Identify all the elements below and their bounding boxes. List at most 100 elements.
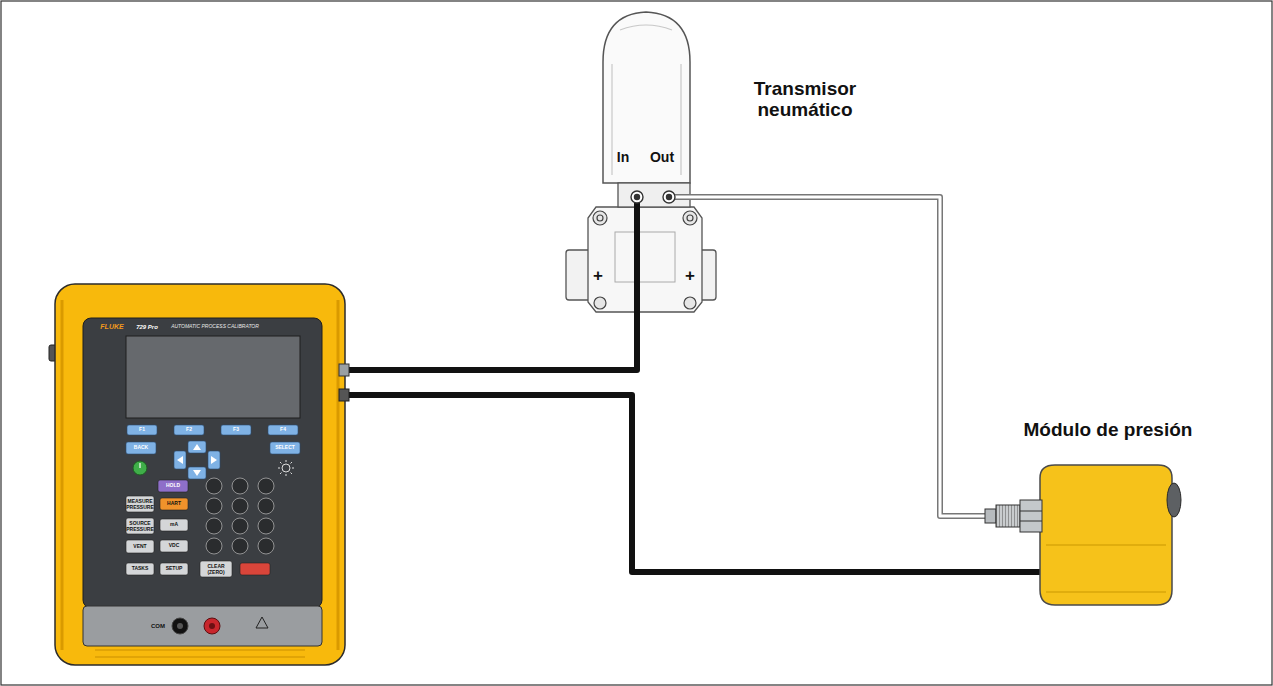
soft-keys xyxy=(127,425,157,435)
module-cable xyxy=(347,395,985,572)
flange-bolt xyxy=(683,211,697,225)
pressure-module-drawing xyxy=(985,462,1182,608)
calibrator-drawing xyxy=(55,283,347,666)
device-label: Módulo de presión xyxy=(1018,420,1198,441)
pressure-port xyxy=(631,191,675,203)
key-label: BACK xyxy=(126,445,156,451)
numeric-keypad xyxy=(258,538,274,554)
key-label: F3 xyxy=(221,427,251,433)
key-label: CLEAR (ZERO) xyxy=(200,564,232,575)
out-hose-tail xyxy=(669,194,718,200)
key-label: SETUP xyxy=(160,566,188,572)
numeric-keypad xyxy=(206,498,222,514)
module-body xyxy=(1046,545,1166,592)
function-keys xyxy=(126,496,154,512)
calibrator-housing xyxy=(61,300,64,650)
pneumatic-hose xyxy=(718,197,985,516)
numeric-keypad xyxy=(258,498,274,514)
function-keys xyxy=(126,563,154,575)
numeric-keypad xyxy=(206,478,274,554)
function-keys xyxy=(158,480,188,492)
module-body xyxy=(1040,465,1181,605)
pneumatic-hose xyxy=(347,314,637,370)
in-hose-tail xyxy=(634,200,640,314)
numeric-keypad xyxy=(258,478,274,494)
key-label: SOURCE PRESSURE xyxy=(126,521,154,532)
key-label: MEASURE PRESSURE xyxy=(126,499,154,510)
polarity-mark: + xyxy=(589,267,607,286)
key-label: mA xyxy=(160,522,188,528)
power-key xyxy=(133,461,147,475)
function-keys xyxy=(160,498,188,510)
function-keys xyxy=(160,540,188,552)
key-label: TASKS xyxy=(126,566,154,572)
power-key xyxy=(139,463,140,468)
port-fitting xyxy=(339,389,349,401)
hose-core xyxy=(718,197,985,516)
flange-bolt xyxy=(684,297,696,309)
backlight-key xyxy=(278,460,294,476)
input-jacks xyxy=(172,618,188,634)
input-jacks xyxy=(209,623,215,629)
flange-bolt xyxy=(593,211,607,225)
key-label: F2 xyxy=(174,427,204,433)
jack-panel xyxy=(83,606,322,646)
calibrator-housing xyxy=(337,300,340,650)
port-label: In xyxy=(608,150,638,165)
function-keys xyxy=(240,563,270,575)
flange-bolt xyxy=(594,297,606,309)
numeric-keypad xyxy=(258,518,274,534)
transmitter-cap xyxy=(603,12,690,183)
input-jacks xyxy=(177,623,183,629)
key-label: VDC xyxy=(160,543,188,549)
pressure-fitting xyxy=(985,500,1042,532)
pressure-fitting xyxy=(1020,500,1042,532)
out-hose-tail xyxy=(669,197,718,198)
pressure-fitting xyxy=(996,505,1020,527)
model-name: 729 Pro xyxy=(132,324,162,331)
numeric-keypad xyxy=(206,478,222,494)
soft-keys xyxy=(126,442,156,454)
backlight-key xyxy=(282,464,290,472)
key-label: VENT xyxy=(126,544,154,550)
key-label: HOLD xyxy=(158,483,188,489)
soft-keys xyxy=(126,425,300,454)
port-label: Out xyxy=(644,150,680,165)
soft-keys xyxy=(221,425,251,435)
key-label: HART xyxy=(160,501,188,507)
pressure-port xyxy=(635,195,640,200)
backlight-key xyxy=(278,460,294,476)
power-key xyxy=(133,461,147,475)
key-label: F1 xyxy=(127,427,157,433)
faceplate xyxy=(83,318,322,646)
display-screen xyxy=(126,336,300,418)
function-keys xyxy=(126,540,154,553)
transmitter-body xyxy=(588,207,702,312)
function-keys xyxy=(160,563,188,575)
pressure-fitting xyxy=(1020,511,1042,521)
flange-bolt xyxy=(593,211,697,309)
function-keys xyxy=(160,519,188,531)
cable-entry xyxy=(985,572,1042,573)
out-hose-tail xyxy=(669,196,718,199)
transmitter-body xyxy=(588,183,702,312)
flange-bolt xyxy=(597,215,603,221)
pressure-module: Módulo de presión xyxy=(985,462,1182,608)
transmitter-body xyxy=(615,232,675,282)
numeric-keypad xyxy=(232,518,248,534)
pressure-port xyxy=(663,191,675,203)
polarity-mark: + xyxy=(681,267,699,286)
model-subtitle: AUTOMATIC PROCESS CALIBRATOR xyxy=(155,324,275,330)
module-body xyxy=(1167,483,1181,517)
input-jacks xyxy=(172,617,268,634)
calibrator: FLUKE729 ProAUTOMATIC PROCESS CALIBRATOR xyxy=(55,283,347,666)
faceplate xyxy=(83,318,322,608)
key-label: SELECT xyxy=(270,445,300,451)
device-label: Transmisor neumático xyxy=(720,79,890,121)
function-keys xyxy=(200,561,232,577)
key-label: F4 xyxy=(268,427,298,433)
pressure-port xyxy=(631,191,643,203)
calibrator-housing xyxy=(95,650,305,657)
